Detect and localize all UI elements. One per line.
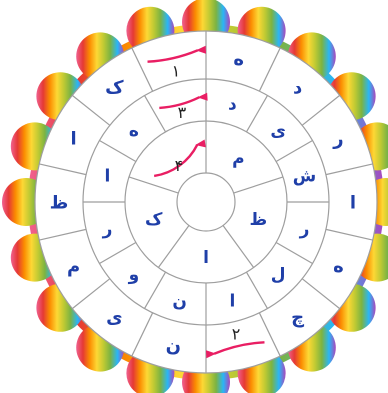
outer-ring-letter: ن: [166, 336, 181, 357]
middle-ring-letter: ر: [102, 219, 113, 239]
start-number: ۱: [172, 61, 181, 80]
outer-ring-letter: ک: [105, 77, 124, 98]
outer-ring-letter: ر: [332, 129, 343, 150]
outer-ring-letter: ه: [233, 49, 244, 70]
middle-ring-letter: ا: [105, 167, 111, 187]
middle-ring-letter: و: [128, 265, 140, 285]
outer-ring-letter: م: [67, 256, 80, 277]
middle-ring-letter: ل: [271, 265, 286, 285]
start-number: ۳: [178, 103, 187, 122]
outer-ring-letter: چ: [291, 307, 304, 328]
inner-ring-letter: ک: [145, 210, 163, 230]
inner-ring-letter: ظ: [249, 210, 267, 230]
middle-ring-letter: ا: [229, 291, 235, 311]
outer-ring-letter: ا: [350, 192, 356, 213]
outer-ring-letter: ه: [333, 256, 344, 277]
start-number: ۴: [175, 156, 184, 175]
outer-ring-letter: د: [293, 77, 302, 98]
middle-ring-letter: ش: [293, 167, 316, 187]
start-number: ۲: [232, 325, 241, 344]
middle-ring-letter: ر: [299, 219, 310, 239]
middle-ring-letter: ن: [172, 291, 187, 311]
middle-ring-letter: ی: [270, 121, 286, 141]
outer-ring-letter: ی: [106, 307, 123, 328]
middle-ring-letter: ه: [129, 121, 139, 141]
inner-ring-letter: م: [232, 148, 244, 168]
middle-ring-letter: د: [228, 94, 237, 114]
outer-ring-letter: ا: [70, 129, 76, 150]
inner-ring-letter: ا: [203, 248, 209, 268]
outer-ring-letter: ظ: [50, 192, 69, 213]
